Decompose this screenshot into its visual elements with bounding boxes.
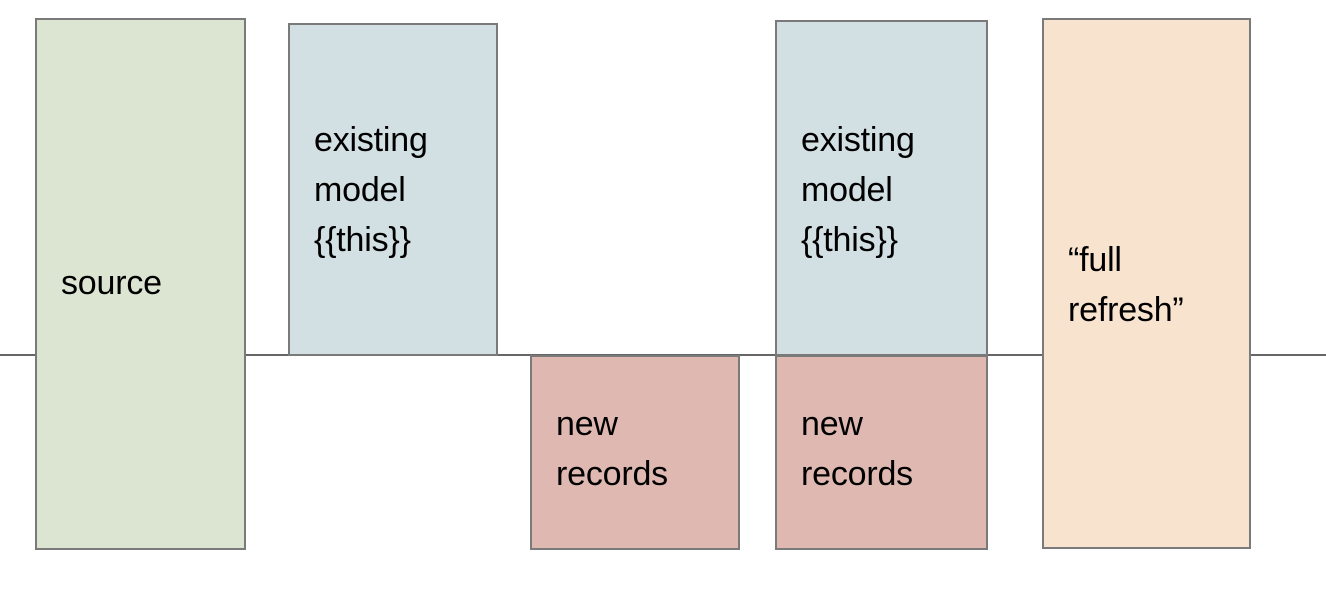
block-source[interactable]: source xyxy=(35,18,246,550)
block-full-refresh-label: “full refresh” xyxy=(1068,241,1184,329)
block-full-refresh[interactable]: “full refresh” xyxy=(1042,18,1251,549)
block-new-records-2[interactable]: new records xyxy=(775,355,988,550)
block-existing-model-2-label: existing model {{this}} xyxy=(801,121,915,259)
block-existing-model-1-label: existing model {{this}} xyxy=(314,121,428,259)
block-new-records-1-label: new records xyxy=(556,405,668,493)
block-existing-model-1[interactable]: existing model {{this}} xyxy=(288,23,498,356)
block-new-records-1[interactable]: new records xyxy=(530,355,740,550)
block-source-label: source xyxy=(61,264,162,302)
block-existing-model-2[interactable]: existing model {{this}} xyxy=(775,20,988,356)
block-new-records-2-label: new records xyxy=(801,405,913,493)
